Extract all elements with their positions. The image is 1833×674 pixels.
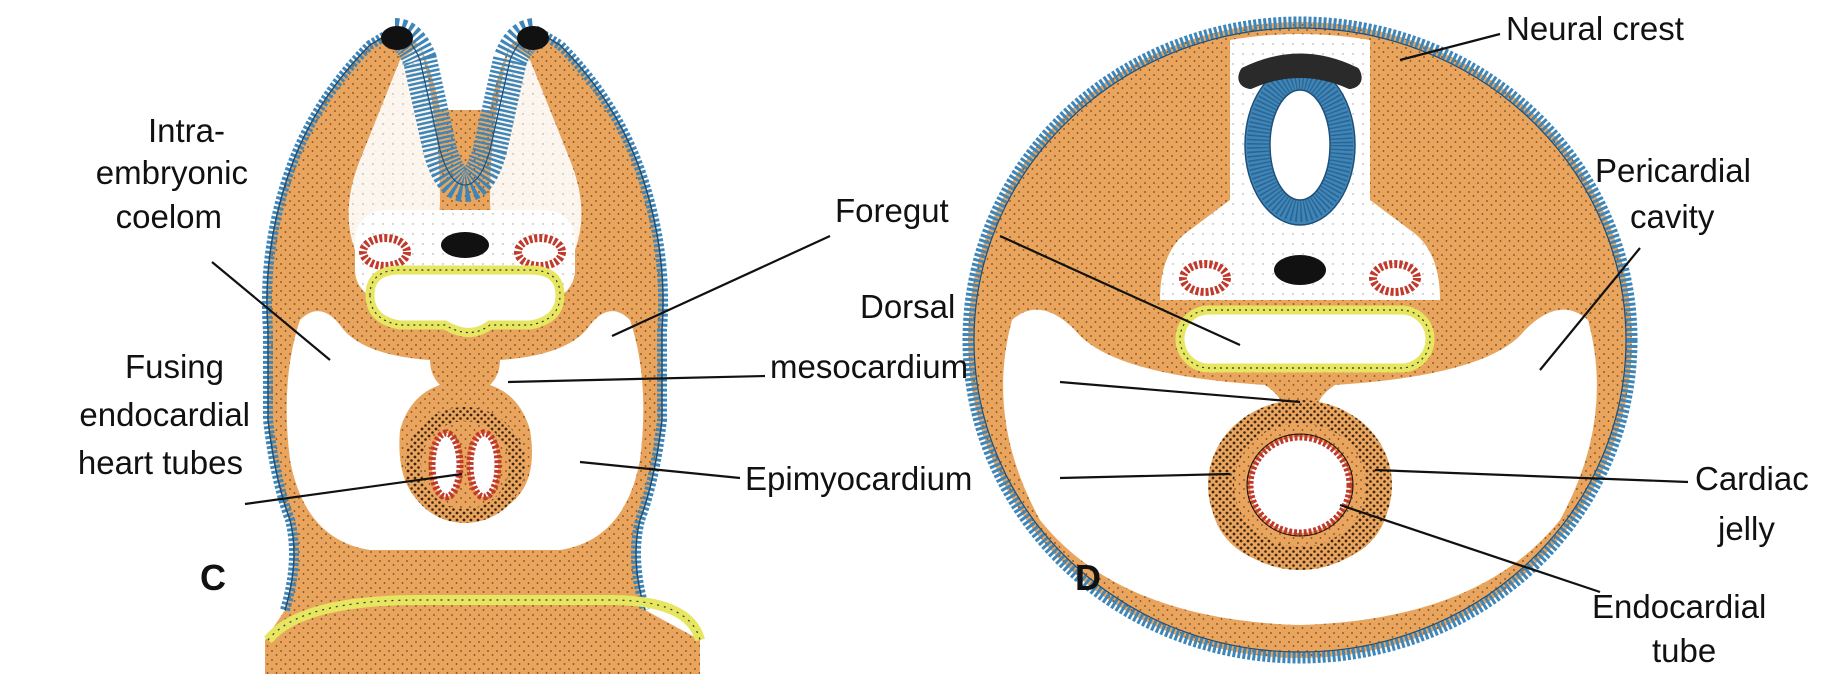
panel-d-notochord	[1274, 255, 1326, 285]
svg-text:Epimyocardium: Epimyocardium	[745, 460, 972, 497]
svg-text:Intra-: Intra-	[148, 112, 225, 149]
panel-d	[968, 22, 1632, 658]
svg-text:Pericardial: Pericardial	[1595, 152, 1751, 189]
svg-text:cavity: cavity	[1630, 198, 1715, 235]
panel-c-dorsal-aorta-left	[363, 238, 407, 266]
panel-c-endocardial-tube-right	[470, 433, 498, 497]
panel-c-foregut	[370, 270, 560, 333]
panel-letter-d: D	[1075, 557, 1101, 598]
panel-c	[265, 26, 700, 674]
svg-text:Foregut: Foregut	[835, 192, 949, 229]
svg-text:coelom: coelom	[116, 198, 222, 235]
panel-d-endocardial-tube	[1250, 437, 1350, 533]
svg-text:Dorsal: Dorsal	[860, 288, 955, 325]
svg-text:mesocardium: mesocardium	[770, 348, 968, 385]
svg-text:jelly: jelly	[1717, 510, 1775, 547]
svg-text:Fusing: Fusing	[125, 348, 224, 385]
panel-d-dorsal-aorta-right	[1373, 264, 1417, 292]
svg-text:Cardiac: Cardiac	[1695, 460, 1809, 497]
panel-c-endocardial-tube-left	[432, 433, 460, 497]
panel-c-notochord	[441, 232, 489, 258]
svg-text:heart tubes: heart tubes	[78, 444, 243, 481]
svg-text:tube: tube	[1652, 632, 1716, 669]
svg-text:Neural crest: Neural crest	[1506, 10, 1684, 47]
panel-c-dorsal-aorta-right	[518, 238, 562, 266]
svg-text:endocardial: endocardial	[79, 396, 250, 433]
panel-d-foregut	[1180, 310, 1430, 368]
panel-d-dorsal-aorta-left	[1183, 264, 1227, 292]
svg-text:Endocardial: Endocardial	[1592, 588, 1766, 625]
panel-letter-c: C	[200, 557, 226, 598]
svg-text:embryonic: embryonic	[96, 154, 248, 191]
